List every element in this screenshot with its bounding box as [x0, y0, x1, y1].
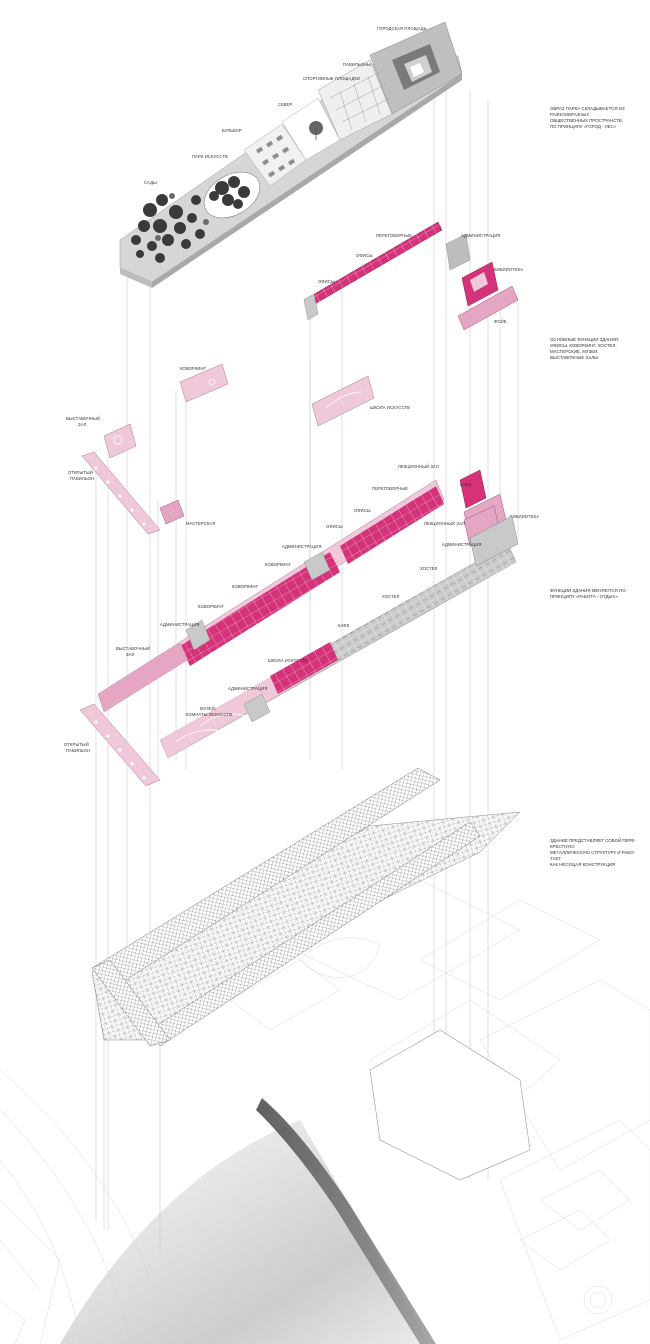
- label-l1-cafe: КАФЕ: [338, 623, 350, 628]
- label-l2-exhibit-hall-1: ВЫСТАВОЧНЫЙ: [66, 416, 100, 421]
- label-l1-museum-1: МУЗЕЙ,: [200, 706, 216, 711]
- label-l3-meeting: ПЕРЕГОВОРНЫЕ: [376, 233, 412, 238]
- note-level1: ФУНКЦИИ ЗДАНИЯ МЕНЯЮТСЯ ПО ПРИНЦИПУ «РАБ…: [550, 588, 626, 599]
- label-skver: СКВЕР: [278, 102, 292, 107]
- svg-text:ТАЕТ: ТАЕТ: [550, 856, 561, 861]
- label-l1-admin: АДМИНИСТРАЦИЯ: [442, 542, 481, 547]
- note-structure: ЗДАНИЕ ПРЕДСТАВЛЯЕТ СОБОЙ ПЕРЕ- КРЕСТНУЮ…: [550, 838, 636, 867]
- label-l2-cafe: КАФЕ: [460, 482, 472, 487]
- label-l2-offices-b: ОФИСЫ: [326, 524, 343, 529]
- svg-text:ЗДАНИЕ ПРЕДСТАВЛЯЕТ СОБОЙ ПЕРЕ: ЗДАНИЕ ПРЕДСТАВЛЯЕТ СОБОЙ ПЕРЕ-: [550, 838, 636, 843]
- label-l2-admin2: АДМИНИСТРАЦИЯ: [160, 622, 199, 627]
- level-1: ЛЕКЦИОННЫЙ ЗАЛ АДМИНИСТРАЦИЯ ХОСТЕЛ ХОСТ…: [64, 505, 626, 787]
- level-3-offices: ПЕРЕГОВОРНЫЕ АДМИНИСТРАЦИЯ ОФИСЫ ОФИСЫ Б…: [303, 221, 619, 360]
- label-l2-exhibit-hall-2: ЗАЛ: [78, 422, 87, 427]
- label-l1-hostel-a: ХОСТЕЛ: [420, 566, 438, 571]
- note-roof: ОБРАЗ ПАРКА СКЛАДЫВАЕТСЯ ИЗ РАЗНООБРАЗНЫ…: [550, 106, 625, 129]
- label-l1-lecture-hall: ЛЕКЦИОННЫЙ ЗАЛ: [424, 521, 465, 526]
- building-footprint: [369, 1029, 531, 1181]
- label-l2-lecture-hall: ЛЕКЦИОННЫЙ ЗАЛ: [398, 464, 439, 469]
- label-l2-exhibit-hall2-1: ВЫСТАВОЧНЫЙ: [116, 646, 150, 651]
- label-l2-admin: АДМИНИСТРАЦИЯ: [282, 544, 321, 549]
- svg-text:МАСТЕРСКИЕ, МУЗЕИ,: МАСТЕРСКИЕ, МУЗЕИ,: [550, 349, 599, 354]
- label-l2-open-pavilion-2: ПАВИЛЬОН: [70, 476, 94, 481]
- svg-text:КАК НЕСУЩАЯ КОНСТРУКЦИЯ: КАК НЕСУЩАЯ КОНСТРУКЦИЯ: [550, 862, 615, 867]
- label-sports-grounds: СПОРТИВНЫЕ ПЛОЩАДКИ: [303, 76, 360, 81]
- label-l1-museum-2: КОМНАТЫ ИСКУССТВ: [186, 712, 232, 717]
- label-l2-open-pavilion-1: ОТКРЫТЫЙ: [68, 470, 93, 475]
- svg-text:ОБЩЕСТВЕННЫХ ПРОСТРАНСТВ,: ОБЩЕСТВЕННЫХ ПРОСТРАНСТВ,: [550, 118, 623, 123]
- note-level3: ОСНОВНЫЕ ФУНКЦИИ ЗДАНИЯ: ОФИСЫ, КОВОРКИН…: [550, 337, 619, 360]
- label-city-square: ГОРОДСКАЯ ПЛОЩАДЬ: [377, 26, 427, 31]
- label-gardens: САДЫ: [144, 180, 157, 185]
- svg-text:КРЕСТНУЮ: КРЕСТНУЮ: [550, 844, 575, 849]
- level-2: КОВОРКИНГ ВЫСТАВОЧНЫЙ ЗАЛ ШКОЛА ИСКУССТВ…: [66, 363, 539, 713]
- label-l1-admin2: АДМИНИСТРАЦИЯ: [228, 686, 267, 691]
- svg-text:РАЗНООБРАЗНЫХ: РАЗНООБРАЗНЫХ: [550, 112, 589, 117]
- label-l2-coworking-c: КОВОРКИНГ: [198, 604, 225, 609]
- label-l1-hostel-b: ХОСТЕЛ: [382, 594, 400, 599]
- label-l3-foyer: ФОЙЕ: [494, 319, 507, 324]
- label-l3-offices1: ОФИСЫ: [356, 253, 373, 258]
- roof-park-level: ГОРОДСКАЯ ПЛОЩАДЬ ПАВИЛЬОНЫ СПОРТИВНЫЕ П…: [119, 21, 625, 288]
- label-l1-open-pavilion-1: ОТКРЫТЫЙ: [64, 742, 89, 747]
- label-l2-coworking-a: КОВОРКИНГ: [265, 562, 292, 567]
- label-art-park: ПАРК ИСКУССТВ: [192, 154, 228, 159]
- svg-text:ФУНКЦИИ ЗДАНИЯ МЕНЯЮТСЯ ПО: ФУНКЦИИ ЗДАНИЯ МЕНЯЮТСЯ ПО: [550, 588, 626, 593]
- svg-text:ПО ПРИНЦИПУ «ГОРОД - ЛЕС»: ПО ПРИНЦИПУ «ГОРОД - ЛЕС»: [550, 124, 617, 129]
- label-l2-workshop: МАСТЕРСКАЯ: [186, 521, 215, 526]
- label-pavilions: ПАВИЛЬОНЫ: [343, 62, 371, 67]
- svg-text:ОФИСЫ, КОВОРКИНГ, ХОСТЕЛ,: ОФИСЫ, КОВОРКИНГ, ХОСТЕЛ,: [550, 343, 617, 348]
- svg-text:ОБРАЗ ПАРКА СКЛАДЫВАЕТСЯ ИЗ: ОБРАЗ ПАРКА СКЛАДЫВАЕТСЯ ИЗ: [550, 106, 625, 111]
- label-l2-exhibit-hall2-2: ЗАЛ: [126, 652, 135, 657]
- label-l3-library: БИБЛИОТЕКА: [494, 267, 523, 272]
- label-l2-meeting: ПЕРЕГОВОРНЫЕ: [372, 486, 408, 491]
- label-l2-offices-a: ОФИСЫ: [354, 508, 371, 513]
- label-l2-coworking-top: КОВОРКИНГ: [180, 366, 207, 371]
- svg-text:МЕТАЛЛИЧЕСКУЮ СТРУКТУРУ И РАБО: МЕТАЛЛИЧЕСКУЮ СТРУКТУРУ И РАБО-: [550, 850, 636, 855]
- metal-truss-structure: ЗДАНИЕ ПРЕДСТАВЛЯЕТ СОБОЙ ПЕРЕ- КРЕСТНУЮ…: [91, 767, 636, 1250]
- svg-text:ПРИНЦИПУ «РАБОТА - ОТДЫХ»: ПРИНЦИПУ «РАБОТА - ОТДЫХ»: [550, 594, 618, 599]
- label-l1-open-pavilion-2: ПАВИЛЬОН: [66, 748, 90, 753]
- svg-text:ОСНОВНЫЕ ФУНКЦИИ ЗДАНИЯ:: ОСНОВНЫЕ ФУНКЦИИ ЗДАНИЯ:: [550, 337, 619, 342]
- label-l3-offices2: ОФИСЫ: [318, 279, 335, 284]
- label-l2-library: БИБЛИОТЕКА: [510, 514, 539, 519]
- label-boulevard: БУЛЬВАР: [222, 128, 242, 133]
- label-l2-art-school: ШКОЛА ИСКУССТВ: [370, 405, 410, 410]
- label-l2-coworking-b: КОВОРКИНГ: [232, 584, 259, 589]
- label-l1-art-school: ШКОЛА ИСКУССТВ: [268, 658, 308, 663]
- label-l3-admin: АДМИНИСТРАЦИЯ: [461, 233, 500, 238]
- trees-gardens: [131, 176, 250, 263]
- svg-text:ВЫСТАВОЧНЫЕ ЗАЛЫ: ВЫСТАВОЧНЫЕ ЗАЛЫ: [550, 355, 598, 360]
